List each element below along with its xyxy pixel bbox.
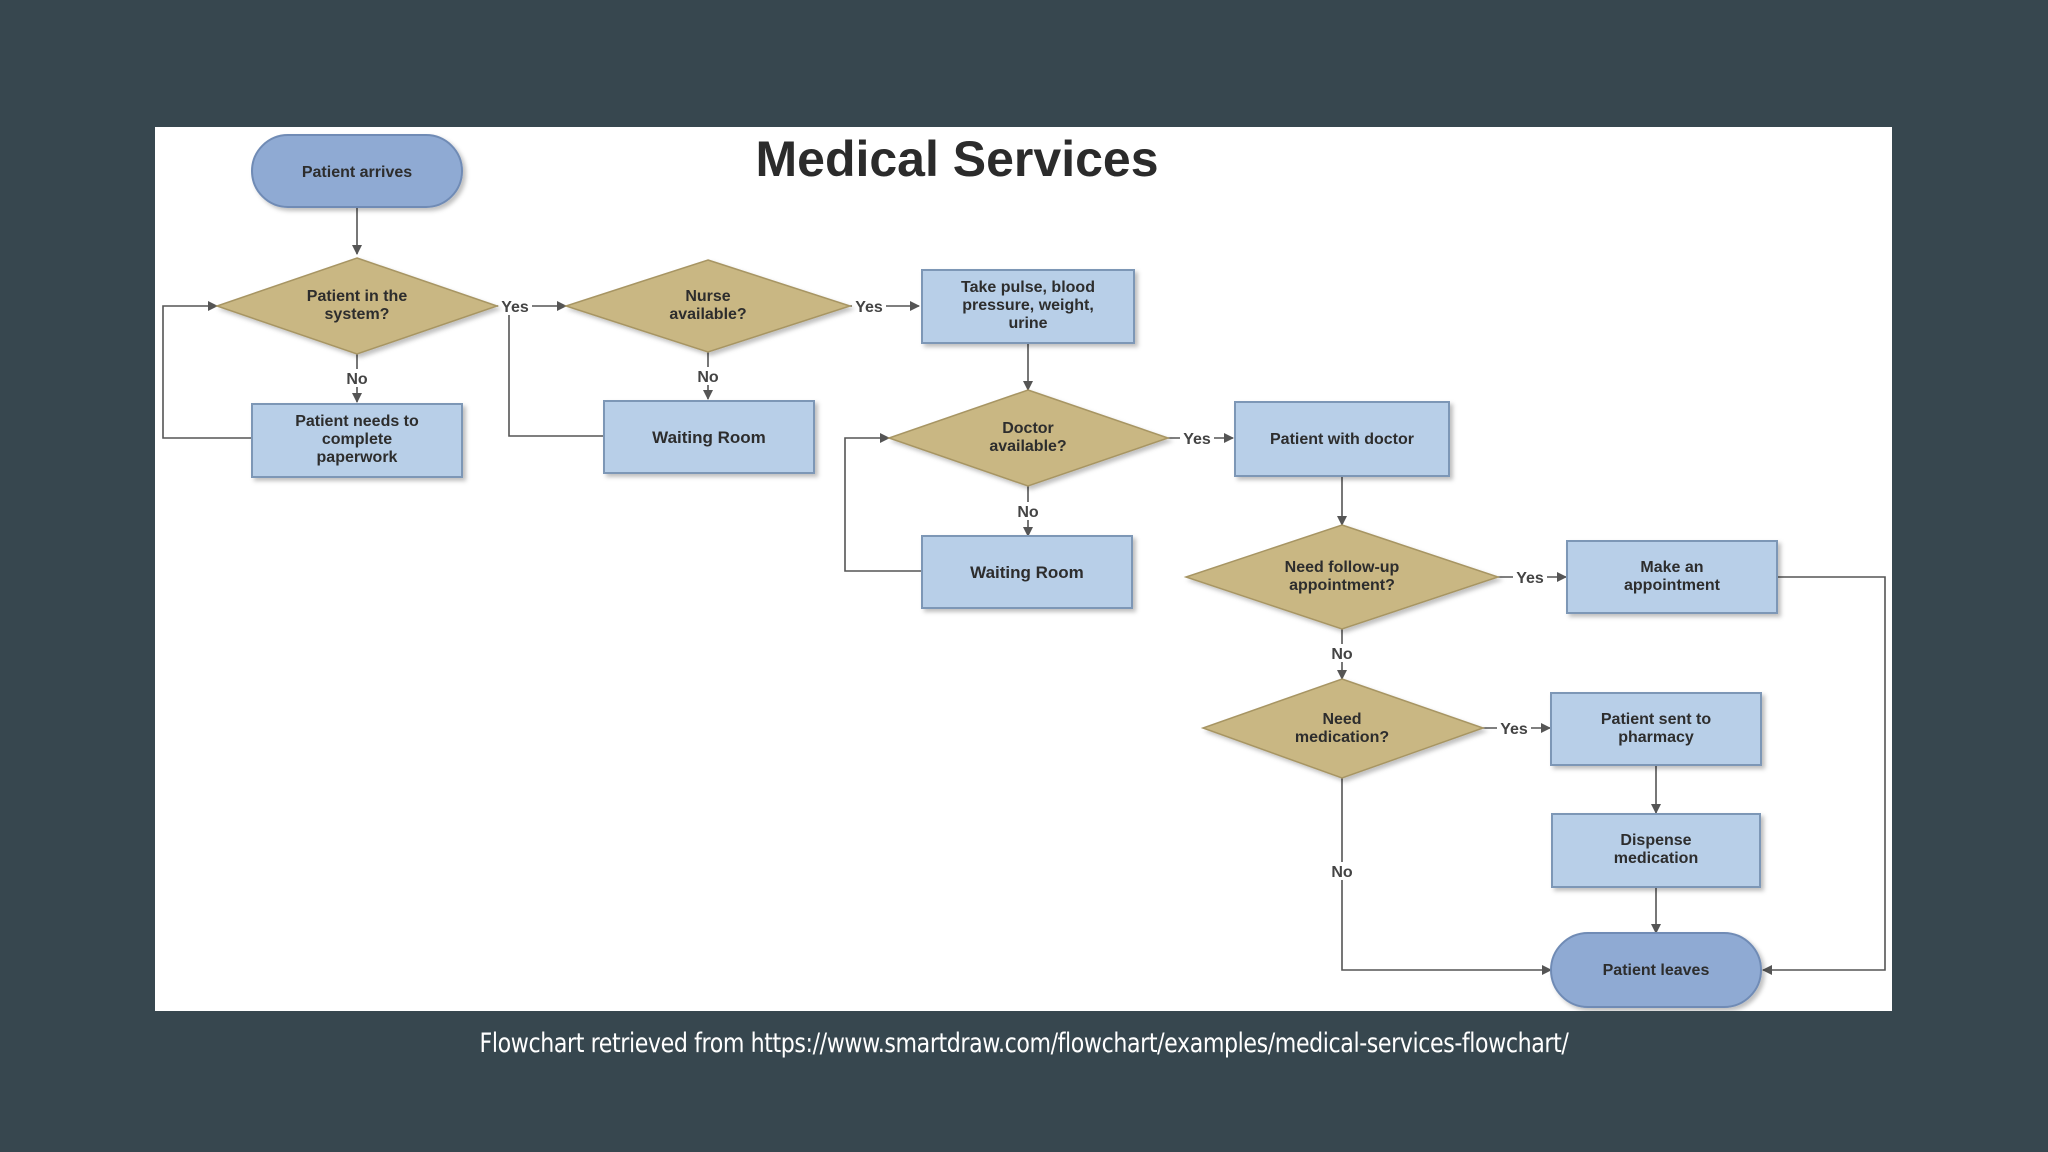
node-label-line-2: available? — [669, 306, 746, 323]
node-label-line-2: complete — [322, 431, 392, 448]
source-caption: Flowchart retrieved from https://www.sma… — [479, 1028, 1569, 1059]
flowchart-diagram: Medical Services — [162, 131, 1886, 1008]
node-doctor-available: Doctor available? — [886, 389, 1171, 487]
node-label-line-1: Make an — [1640, 559, 1703, 576]
node-patient-with-doctor: Patient with doctor — [1234, 401, 1450, 477]
slide-panel: Medical Services — [155, 127, 1892, 1011]
node-label-line-1: Need follow-up — [1285, 559, 1400, 576]
edge-appointment-to-leaves — [1762, 576, 1886, 975]
node-sent-to-pharmacy: Patient sent to pharmacy — [1550, 692, 1762, 766]
node-patient-leaves: Patient leaves — [1550, 932, 1762, 1008]
edge-label-no: No — [1331, 646, 1353, 663]
node-label-line-2: medication? — [1295, 729, 1389, 746]
node-nurse-available: Nurse available? — [563, 259, 853, 353]
node-label: Waiting Room — [652, 428, 766, 447]
node-label-line-1: Patient sent to — [1601, 711, 1711, 728]
diagram-title: Medical Services — [755, 131, 1158, 187]
node-label-line-1: Need — [1322, 711, 1361, 728]
node-label-line-1: Patient needs to — [295, 413, 419, 430]
node-label-line-1: Nurse — [685, 288, 730, 305]
edge-labels: Yes Yes Yes Yes Yes No No No No No — [343, 297, 1547, 881]
node-patient-arrives: Patient arrives — [251, 134, 463, 208]
node-need-followup: Need follow-up appointment? — [1183, 524, 1501, 630]
node-dispense-medication: Dispense medication — [1551, 813, 1761, 888]
node-waiting-room-1: Waiting Room — [603, 400, 815, 474]
node-label-line-2: appointment — [1624, 577, 1721, 594]
node-label-line-1: Patient in the — [307, 288, 408, 305]
node-label: Patient leaves — [1603, 962, 1710, 979]
edge-waiting2-loop — [844, 433, 922, 572]
node-take-vitals: Take pulse, blood pressure, weight, urin… — [921, 269, 1135, 344]
node-waiting-room-2: Waiting Room — [921, 535, 1133, 609]
edge-label-yes: Yes — [501, 299, 529, 316]
node-label: Waiting Room — [970, 563, 1084, 582]
node-label-line-1: Take pulse, blood — [961, 279, 1095, 296]
node-label: Patient arrives — [302, 164, 412, 181]
node-label: Patient with doctor — [1270, 431, 1414, 448]
edge-label-no: No — [697, 369, 719, 386]
edge-paperwork-loop — [162, 301, 252, 439]
edge-label-yes: Yes — [1516, 570, 1544, 587]
node-label-line-2: medication — [1614, 850, 1698, 867]
edge-label-yes: Yes — [1500, 721, 1528, 738]
edge-label-no: No — [1017, 504, 1039, 521]
edge-waiting1-loop — [508, 306, 604, 437]
node-label-line-2: system? — [325, 306, 390, 323]
node-label-line-3: paperwork — [317, 449, 398, 466]
node-label-line-1: Dispense — [1620, 832, 1691, 849]
node-patient-in-system: Patient in the system? — [214, 257, 500, 355]
node-label-line-1: Doctor — [1002, 420, 1054, 437]
node-label-line-2: pressure, weight, — [962, 297, 1094, 314]
edge-label-yes: Yes — [1183, 431, 1211, 448]
edge-label-no: No — [346, 371, 368, 388]
edge-medication-no — [1341, 778, 1552, 975]
node-label-line-2: pharmacy — [1618, 729, 1694, 746]
node-label-line-2: appointment? — [1289, 577, 1395, 594]
node-paperwork: Patient needs to complete paperwork — [251, 403, 463, 478]
node-make-appointment: Make an appointment — [1566, 540, 1778, 614]
node-label-line-2: available? — [989, 438, 1066, 455]
node-need-medication: Need medication? — [1200, 678, 1486, 779]
node-label-line-3: urine — [1008, 315, 1047, 332]
edge-label-yes: Yes — [855, 299, 883, 316]
edge-label-no: No — [1331, 864, 1353, 881]
